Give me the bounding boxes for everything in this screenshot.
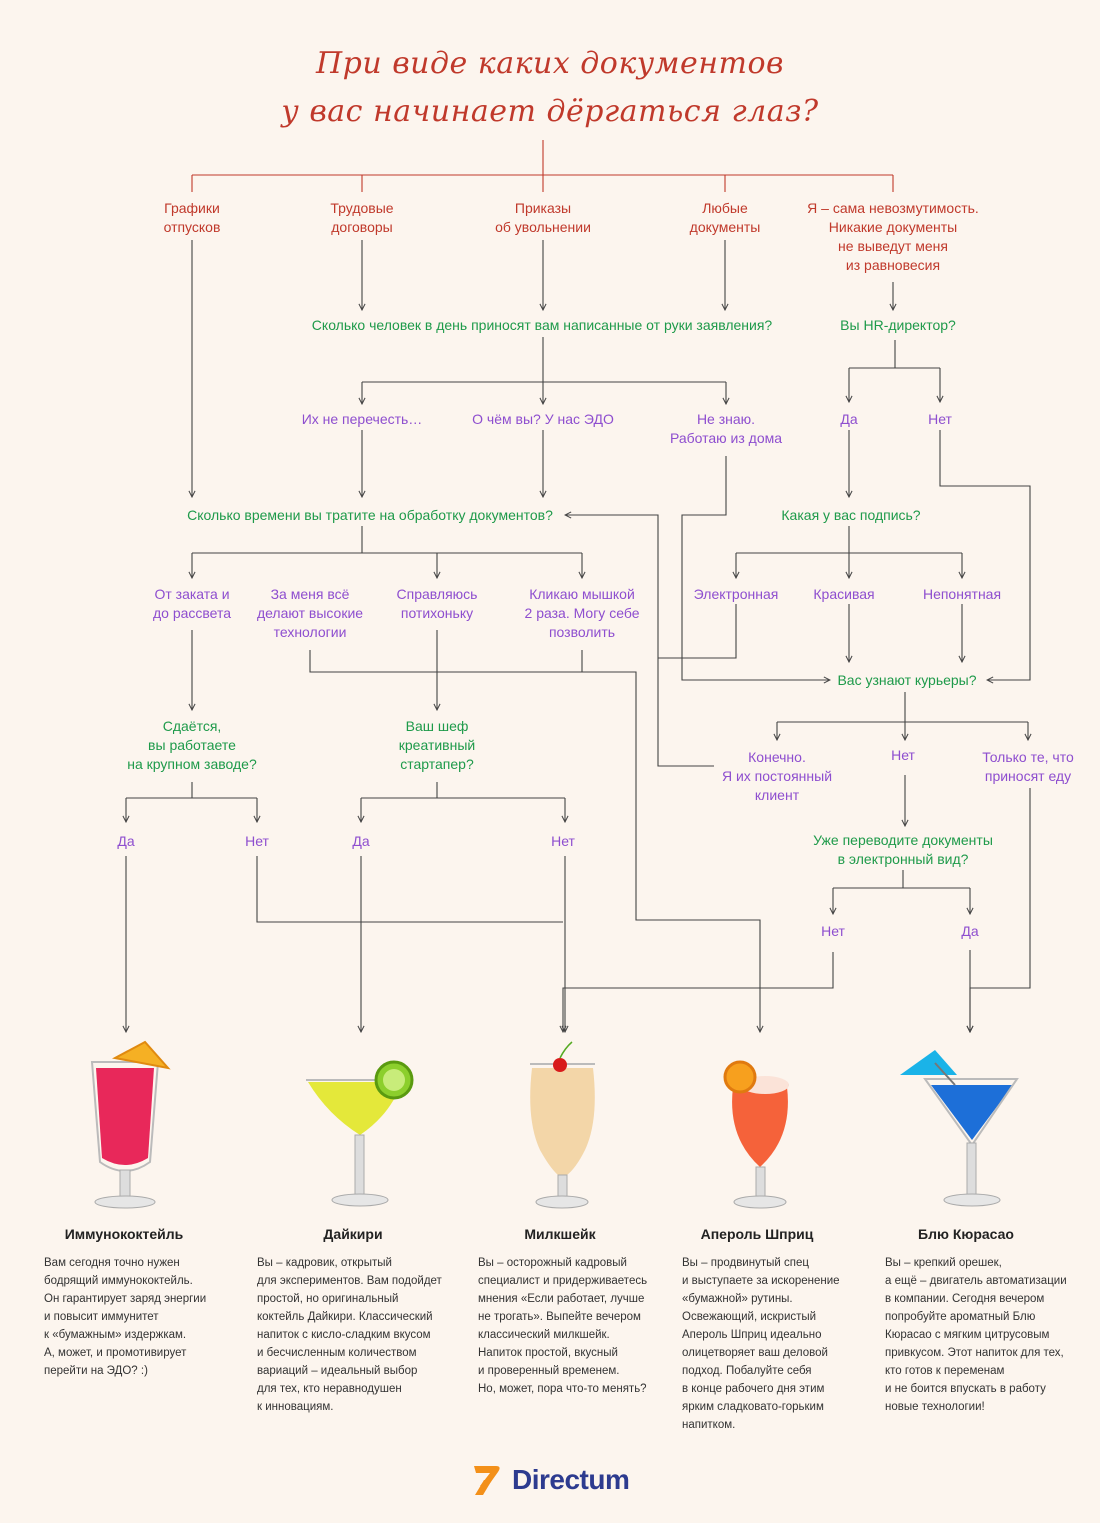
cocktail-name-milkshake: Милкшейк — [524, 1226, 596, 1242]
connector-line — [309, 650, 760, 1032]
directum-logo: Directum — [470, 1462, 630, 1498]
answer-click: Кликаю мышкой 2 раза. Могу себе позволит… — [524, 586, 640, 640]
connector-line — [970, 788, 1031, 1032]
answer-plant-no: Нет — [245, 833, 269, 849]
logo-wordmark: Directum — [512, 1464, 630, 1495]
question-couriers: Вас узнают курьеры? — [837, 672, 977, 688]
answer-electronic-no: Нет — [821, 923, 845, 939]
question-plant: Сдаётся, вы работаете на крупном заводе? — [127, 718, 257, 772]
title-line-1: При виде каких документов — [315, 46, 785, 81]
connector-line — [939, 430, 1031, 680]
martini-glass-icon — [900, 1050, 1019, 1207]
answer-chef-no: Нет — [551, 833, 575, 849]
option-calm: Я – сама невозмутимость. Никакие докумен… — [807, 200, 979, 273]
option-vacation-schedules: Графики отпусков — [163, 200, 221, 235]
cocktail-name-aperol: Апероль Шприц — [700, 1226, 814, 1242]
cocktail-text-milkshake: Вы – осторожный кадровый специалист и пр… — [478, 1257, 648, 1395]
cocktail-name-immuno: Иммунококтейль — [64, 1226, 184, 1242]
answer-edo: О чём вы? У нас ЭДО — [472, 411, 614, 427]
option-any-documents: Любые документы — [689, 200, 761, 235]
question-electronic: Уже переводите документы в электронный в… — [813, 832, 993, 867]
connector-line — [565, 515, 714, 767]
connector-line — [563, 952, 834, 1032]
answer-sunset: От заката и до рассвета — [152, 586, 232, 621]
answer-countless: Их не перечесть… — [301, 411, 423, 427]
answer-chef-yes: Да — [352, 833, 370, 849]
answer-plant-yes: Да — [117, 833, 135, 849]
question-handwritten: Сколько человек в день приносят вам напи… — [311, 317, 773, 333]
cocktail-text-immuno: Вам сегодня точно нужен бодрящий иммунок… — [44, 1257, 207, 1377]
question-time: Сколько времени вы тратите на обработку … — [187, 507, 553, 523]
margarita-glass-icon — [306, 1060, 414, 1207]
cocktail-name-daiquiri: Дайкири — [323, 1226, 383, 1242]
answer-couriers-yes: Конечно. Я их постоянный клиент — [721, 749, 833, 803]
answer-couriers-food: Только те, что приносят еду — [982, 749, 1074, 784]
cocktail-text-daiquiri: Вы – кадровик, открытый для эксперименто… — [257, 1257, 442, 1413]
page-title: При виде каких документов у вас начинает… — [0, 40, 1100, 136]
directum-logo-icon — [474, 1466, 500, 1495]
cocktail-text-blue: Вы – крепкий орешек, а ещё – двигатель а… — [885, 1257, 1067, 1413]
answer-cope: Справляюсь потихоньку — [396, 586, 478, 621]
cocktail-name-blue: Блю Кюрасао — [918, 1226, 1014, 1242]
answer-signature-unclear: Непонятная — [922, 586, 1002, 602]
question-chef: Ваш шеф креативный стартапер? — [398, 718, 476, 772]
title-line-2: у вас начинает дёргаться глаз? — [281, 94, 819, 129]
spritz-glass-icon — [723, 1060, 789, 1209]
answer-hr-yes: Да — [840, 411, 858, 427]
highball-glass-icon — [90, 1040, 171, 1209]
answer-signature-beautiful: Красивая — [813, 586, 875, 602]
answer-dont-know: Не знаю. Работаю из дома — [669, 411, 783, 446]
option-dismissal-orders: Приказы об увольнении — [495, 200, 591, 235]
connector-line — [658, 604, 737, 659]
answer-hr-no: Нет — [928, 411, 952, 427]
answer-hightech: За меня всё делают высокие технологии — [256, 586, 364, 640]
answer-signature-electronic: Электронная — [693, 586, 779, 602]
connector-line — [681, 456, 830, 680]
hurricane-glass-icon — [530, 1041, 595, 1209]
answer-couriers-no: Нет — [891, 747, 915, 763]
question-signature: Какая у вас подпись? — [781, 507, 921, 523]
cocktail-text-aperol: Вы – продвинутый спец и выступаете за ис… — [682, 1257, 840, 1431]
option-labor-contracts: Трудовые договоры — [330, 200, 394, 235]
connector-line — [256, 856, 563, 923]
answer-electronic-yes: Да — [961, 923, 979, 939]
question-hr-director: Вы HR-директор? — [840, 317, 956, 333]
